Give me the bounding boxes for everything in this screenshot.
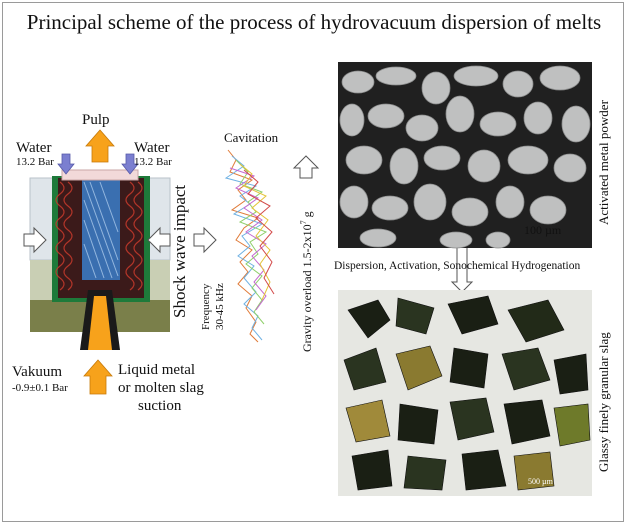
frequency-value: 30-45 kHz [214,283,226,330]
gravity-unit: g [300,211,314,221]
water-left-arrow [57,153,75,175]
water-left-label: Water [16,140,52,156]
water-right-label: Water [134,140,170,156]
pulp-label: Pulp [82,112,110,128]
shock-arrow [193,226,217,254]
top-cap [61,169,139,181]
frequency-label: Frequency [200,283,212,330]
pulp-arrow [85,129,115,163]
coil-pattern [55,181,143,291]
vakuum-label: Vakuum [12,364,62,380]
nozzle-melt [88,296,112,350]
process-label: Dispersion, Activation, Sonochemical Hyd… [334,260,581,272]
water-right-pressure: 13.2 Bar [134,156,172,168]
metal-powder-photo [338,62,592,249]
suction-line3: suction [138,398,182,414]
metal-powder-caption: Activated metal powder [596,100,611,225]
scale-bar-bottom-label: 500 µm [528,477,553,486]
side-arrow-left [23,226,47,254]
side-arrow-right [147,226,171,254]
gravity-label: Gravity overload 1.5-2x107 g [298,211,314,352]
water-right-arrow [121,153,139,175]
scale-bar-top-label: 100 µm [524,223,562,237]
gravity-exp: 7 [299,220,308,225]
water-left-pressure: 13.2 Bar [16,156,54,168]
suction-line1: Liquid metal [118,362,196,378]
gravity-arrow [292,155,320,179]
figure-title: Principal scheme of the process of hydro… [26,10,602,34]
cavitation-label: Cavitation [224,130,279,145]
vakuum-pressure: -0.9±0.1 Bar [12,382,68,394]
cavitation-signal [224,149,275,343]
slag-photo [338,290,592,496]
shock-wave-label: Shock wave impact [170,184,189,318]
slag-caption: Glassy finely granular slag [596,332,611,472]
gravity-prefix: Gravity overload 1.5-2x10 [300,224,314,352]
suction-arrow [83,359,113,395]
core-stripes [83,181,119,279]
suction-line2: or molten slag [118,380,204,396]
